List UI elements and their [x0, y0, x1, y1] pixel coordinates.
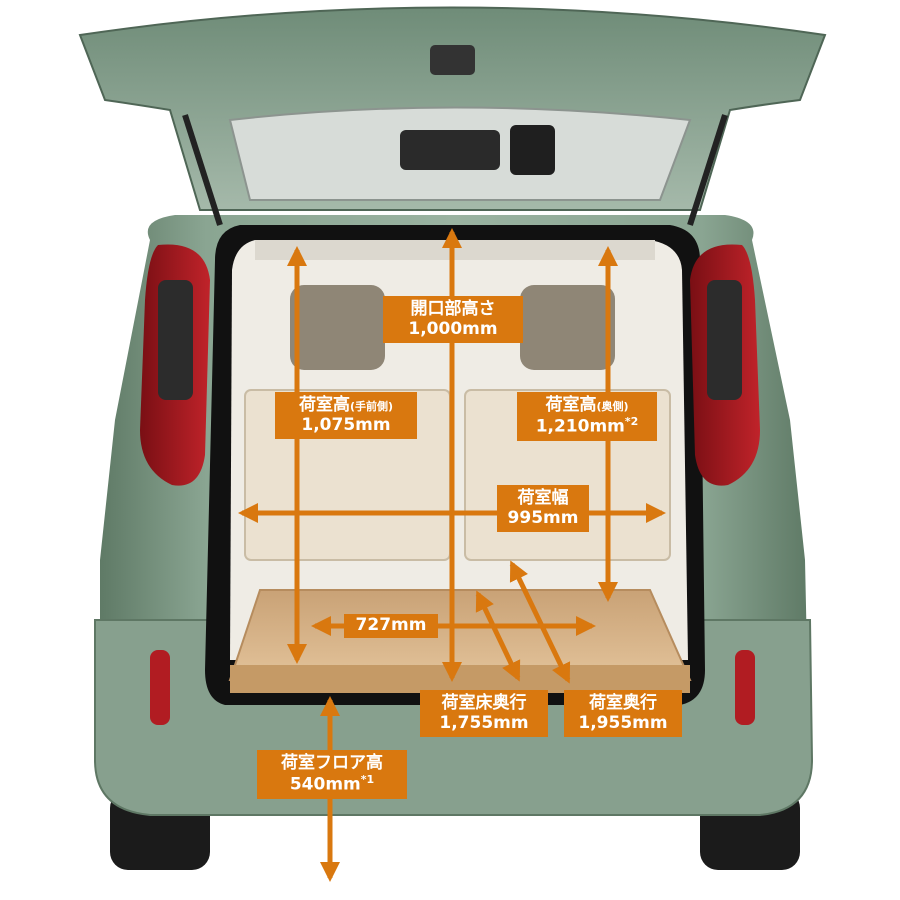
label-width-value: 995mm [507, 507, 579, 528]
label-floor-depth-value: 1,755mm [439, 712, 529, 733]
label-height-front-title: 荷室高 [298, 395, 350, 415]
label-width-title: 荷室幅 [517, 488, 569, 508]
gas-strut-right [687, 114, 728, 226]
interior-headliner [255, 240, 655, 260]
label-floor-height-note: *1 [360, 772, 375, 786]
label-depth-title: 荷室奥行 [589, 693, 657, 713]
label-height-rear-title: 荷室高 [545, 395, 597, 415]
cargo-floor-front-board [230, 665, 690, 693]
label-height-front-qualifier: (手前側) [349, 400, 394, 413]
reflector-left [150, 650, 170, 725]
tail-lamp-right-lens [707, 280, 742, 400]
label-height-rear-note: *2 [624, 414, 639, 428]
label-height-front-value: 1,075mm [301, 414, 391, 435]
label-inner-width-value: 727mm [355, 615, 427, 635]
label-floor-depth: 荷室床奥行 1,755mm [420, 690, 548, 738]
label-floor-height-value-line: 540mm*1 [263, 772, 401, 795]
label-height-rear-line: 荷室高(奥側) [523, 395, 651, 416]
label-opening-height-title: 開口部高さ [410, 299, 496, 319]
label-inner-width: 727mm [344, 614, 438, 638]
label-depth-value: 1,955mm [578, 712, 668, 733]
label-floor-height: 荷室フロア高 540mm*1 [257, 750, 407, 799]
label-floor-depth-title: 荷室床奥行 [441, 693, 527, 713]
reflector-right [735, 650, 755, 725]
tailgate-latch [430, 45, 475, 75]
gas-strut-left [182, 114, 223, 226]
arrow-depth [509, 560, 571, 684]
label-height-rear: 荷室高(奥側) 1,210mm*2 [517, 392, 657, 441]
label-opening-height-value: 1,000mm [408, 318, 498, 339]
high-mount-lamp [510, 125, 555, 175]
label-depth: 荷室奥行 1,955mm [564, 690, 682, 738]
label-height-rear-qualifier: (奥側) [596, 400, 629, 413]
tail-lamp-left-lens [158, 280, 193, 400]
rear-camera-housing [400, 130, 500, 170]
label-height-rear-value-line: 1,210mm*2 [523, 414, 651, 437]
label-height-front: 荷室高(手前側) 1,075mm [275, 392, 417, 440]
label-opening-height: 開口部高さ 1,000mm [383, 296, 523, 344]
label-floor-height-value: 540mm [289, 774, 361, 795]
label-width: 荷室幅 995mm [497, 485, 589, 533]
label-floor-height-title: 荷室フロア高 [281, 753, 383, 773]
label-height-front-line: 荷室高(手前側) [281, 395, 411, 416]
label-height-rear-value: 1,210mm [535, 416, 625, 437]
